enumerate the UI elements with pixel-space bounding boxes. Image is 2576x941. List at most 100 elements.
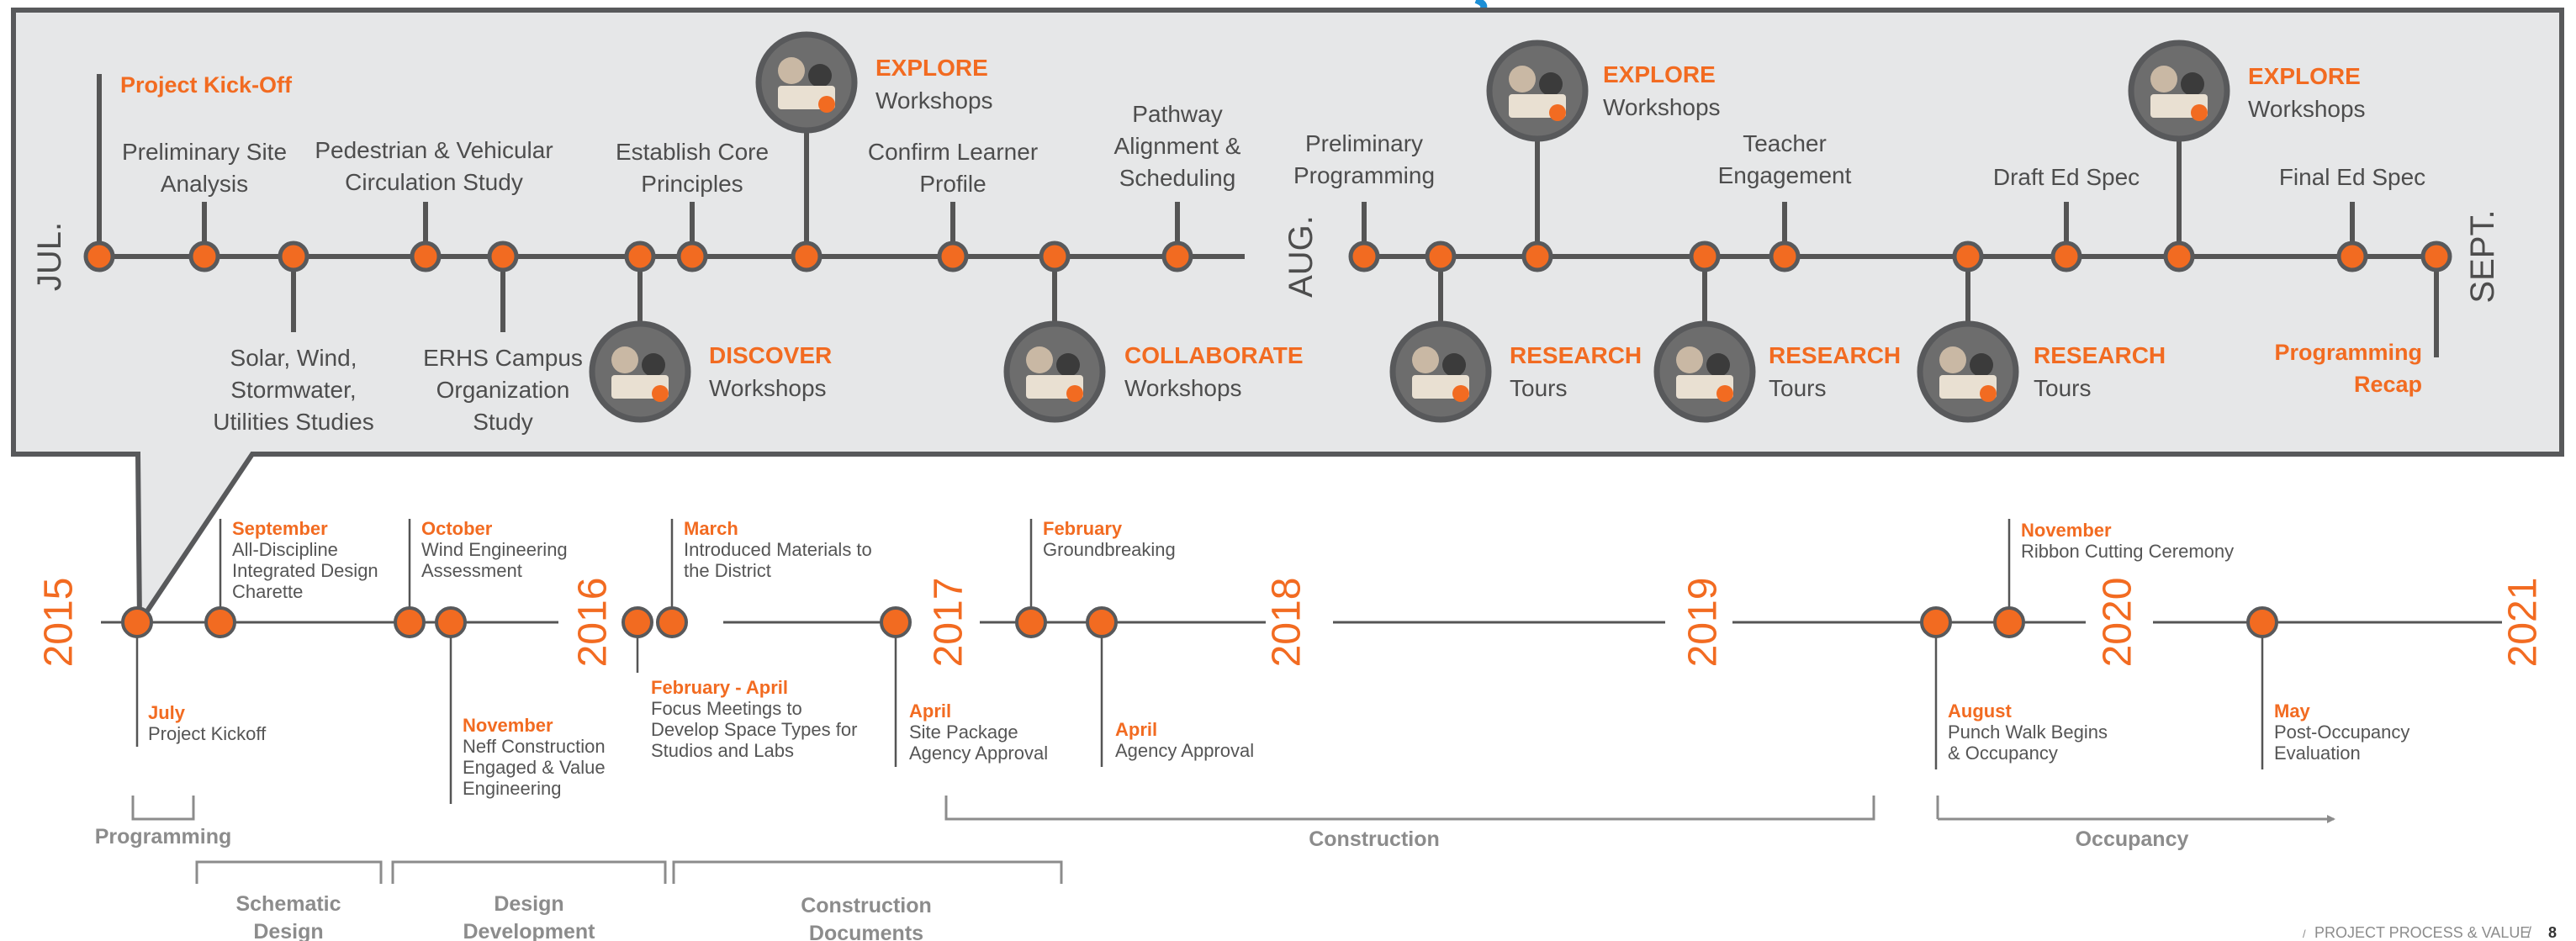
- event-text-line: Engineering: [463, 778, 561, 799]
- phase-bracket: [944, 796, 1875, 821]
- event-text: Groundbreaking: [1043, 539, 1176, 560]
- event-text-line: Engaged & Value: [463, 757, 606, 778]
- workshop-photo-icon: [755, 31, 858, 134]
- event-month: September: [232, 518, 328, 539]
- activity-title: DISCOVER: [709, 342, 832, 368]
- event-month: November: [463, 715, 553, 736]
- timeline-dot: [791, 241, 823, 272]
- workshop-photo-icon: [589, 320, 691, 423]
- event-dot: [622, 606, 653, 638]
- event-month: November: [2021, 520, 2112, 541]
- milestone-label-line: Utilities Studies: [213, 409, 373, 435]
- phase-bracket: [672, 860, 1063, 884]
- photo-figure: [1056, 353, 1080, 377]
- activity-title: EXPLORE: [875, 55, 988, 81]
- milestone-label-line: ERHS Campus: [423, 345, 583, 371]
- month-label: JUL.: [31, 222, 68, 291]
- activity-title: COLLABORATE: [1124, 342, 1304, 368]
- activity-title: RESEARCH: [1510, 342, 1642, 368]
- timeline-dot: [624, 241, 656, 272]
- bracket-line: [944, 796, 1875, 821]
- timeline-dot: [1952, 241, 1984, 272]
- milestone-label-line: Scheduling: [1119, 165, 1236, 191]
- phase-label-line: Development: [463, 920, 596, 941]
- event-dot: [1993, 606, 2025, 638]
- photo-detail: [652, 385, 669, 402]
- photo-figure: [1442, 353, 1466, 377]
- timeline-dot: [278, 241, 309, 272]
- page-number: 8: [2548, 924, 2557, 941]
- event-text: Agency Approval: [1115, 740, 1254, 761]
- event-month: October: [421, 518, 493, 539]
- milestone-label-line: Engagement: [1718, 162, 1852, 188]
- bracket-line: [131, 796, 195, 821]
- photo-figure: [1676, 346, 1703, 373]
- year-label: 2019: [1681, 578, 1726, 668]
- activity-title: EXPLORE: [1603, 61, 1716, 87]
- event-text-line: Focus Meetings to: [651, 698, 802, 719]
- milestone-label: Project Kick-Off: [120, 72, 293, 98]
- phase-label-line: Design: [253, 920, 323, 941]
- phase-label-line: Schematic: [235, 892, 341, 916]
- bracket-line: [391, 860, 667, 884]
- event-dot: [204, 606, 236, 638]
- phase-label-line: Occupancy: [2076, 827, 2189, 851]
- event-dot: [1086, 606, 1118, 638]
- event-text-line: Evaluation: [2274, 743, 2361, 764]
- photo-frame: [1003, 320, 1106, 423]
- timeline-dot: [1161, 241, 1193, 272]
- milestone-label-line: Analysis: [161, 171, 248, 197]
- photo-figure: [1412, 346, 1439, 373]
- event-month: April: [909, 700, 951, 722]
- phase-bracket: [131, 796, 195, 821]
- photo-detail: [2191, 104, 2208, 121]
- milestone-label-line: Programming: [1293, 162, 1435, 188]
- event-dot: [121, 606, 153, 638]
- event-text-line: the District: [684, 560, 771, 581]
- footer-section: PROJECT PROCESS & VALUE: [2314, 924, 2530, 941]
- event-text-line: Ribbon Cutting Ceremony: [2021, 541, 2234, 562]
- milestone-label-line: Principles: [641, 171, 743, 197]
- photo-frame: [755, 31, 858, 134]
- event-text: Project Kickoff: [148, 723, 267, 744]
- photo-detail: [1716, 385, 1733, 402]
- milestone-label-line: Organization: [436, 377, 570, 403]
- photo-figure: [1939, 346, 1966, 373]
- event-text-line: Project Kickoff: [148, 723, 267, 744]
- photo-detail: [1452, 385, 1469, 402]
- event-text-line: Develop Space Types for: [651, 719, 857, 740]
- activity-subtitle: Workshops: [2248, 96, 2366, 122]
- event-dot: [2246, 606, 2278, 638]
- group-photo-icon: [1917, 320, 2019, 423]
- event-text-line: Agency Approval: [909, 743, 1048, 764]
- milestone-label-line: Profile: [919, 171, 986, 197]
- phase-label: Occupancy: [2076, 827, 2189, 851]
- timeline-dot: [937, 241, 969, 272]
- activity-title: EXPLORE: [2248, 63, 2361, 89]
- event-text-line: Integrated Design: [232, 560, 378, 581]
- milestone-label-line: Teacher: [1743, 130, 1827, 156]
- timeline-dot: [188, 241, 220, 272]
- timeline-dot: [1689, 241, 1721, 272]
- photo-frame: [1653, 320, 1756, 423]
- timeline-dot: [1039, 241, 1071, 272]
- milestone-label-line: Recap: [2354, 372, 2422, 397]
- timeline-dot: [1521, 241, 1553, 272]
- event-text-line: & Occupancy: [1948, 743, 2058, 764]
- event-text-line: Punch Walk Begins: [1948, 722, 2108, 743]
- photo-figure: [642, 353, 665, 377]
- photo-frame: [1389, 320, 1492, 423]
- milestone-label-line: Project Kick-Off: [120, 72, 293, 98]
- event-text-line: Introduced Materials to: [684, 539, 872, 560]
